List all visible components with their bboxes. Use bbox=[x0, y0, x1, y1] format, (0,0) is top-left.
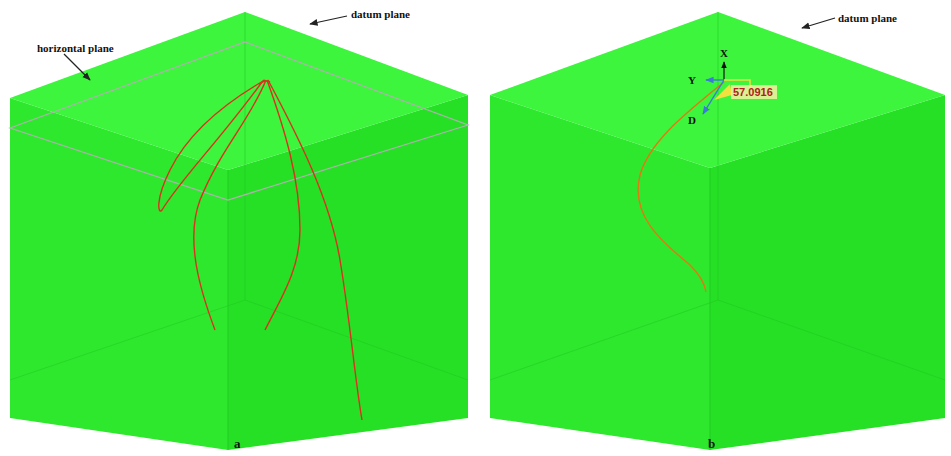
cube-a bbox=[10, 12, 468, 450]
hidden-edge bbox=[718, 12, 719, 300]
panel-label: a bbox=[234, 436, 241, 452]
leader-line bbox=[310, 16, 347, 24]
trajectory bbox=[260, 80, 270, 84]
axis-label: D bbox=[688, 114, 696, 126]
trajectory bbox=[265, 80, 300, 330]
hidden-edge bbox=[245, 12, 246, 300]
trajectory bbox=[194, 80, 266, 330]
horizontal-plane-outline bbox=[10, 42, 468, 200]
axis-label: X bbox=[720, 47, 728, 59]
plane-label: datum plane bbox=[838, 12, 897, 24]
cube-edge bbox=[228, 170, 229, 450]
borehole-trajectory bbox=[638, 82, 724, 292]
trajectory bbox=[268, 80, 362, 420]
leader-line bbox=[802, 18, 835, 28]
plane-label: horizontal plane bbox=[37, 42, 114, 54]
y-axis bbox=[706, 79, 724, 80]
plane-label: datum plane bbox=[351, 8, 410, 20]
angle-pointer bbox=[714, 84, 732, 100]
hidden-edge bbox=[10, 300, 468, 380]
angle-value: 57.0916 bbox=[733, 86, 773, 98]
leader-line bbox=[64, 54, 90, 80]
cube-edge bbox=[710, 168, 711, 450]
hidden-edge bbox=[490, 300, 945, 380]
panel-label: b bbox=[708, 436, 715, 452]
x-axis bbox=[723, 62, 724, 80]
cube-b bbox=[490, 12, 945, 450]
borehole-trajectories bbox=[159, 80, 362, 420]
value-box bbox=[731, 85, 777, 99]
axis-label: Y bbox=[688, 74, 696, 86]
trajectory bbox=[159, 80, 265, 211]
